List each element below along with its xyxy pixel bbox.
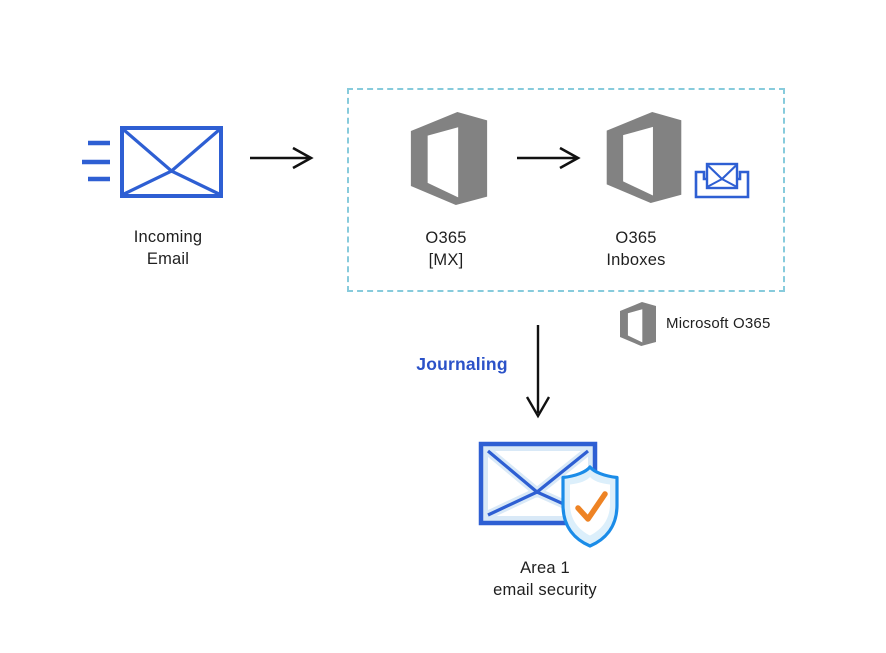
legend-label: Microsoft O365 [666,315,771,332]
speed-lines-icon [82,140,110,182]
envelope-icon [120,126,223,198]
office-365-logo-icon [620,302,656,346]
area1-label: Area 1 email security [493,559,597,599]
incoming-email-icon [82,126,223,198]
shield-check-icon [561,465,619,548]
arrow-down-icon [525,325,551,419]
journaling-label: Journaling [416,354,508,374]
office-365-logo-icon [606,112,682,203]
office-365-logo-icon [410,112,488,205]
inbox-tray-icon [694,162,750,199]
envelope-icon [705,162,739,190]
incoming-email-label: Incoming Email [133,228,203,268]
arrow-right-icon [250,146,314,170]
arrow-right-icon [517,146,581,170]
check-icon [575,491,608,522]
o365-inboxes-label: O365 Inboxes [606,229,666,269]
o365-mx-label: O365 [MX] [425,229,467,269]
o365-zone-box [347,88,785,292]
area1-email-security-icon [478,441,619,548]
